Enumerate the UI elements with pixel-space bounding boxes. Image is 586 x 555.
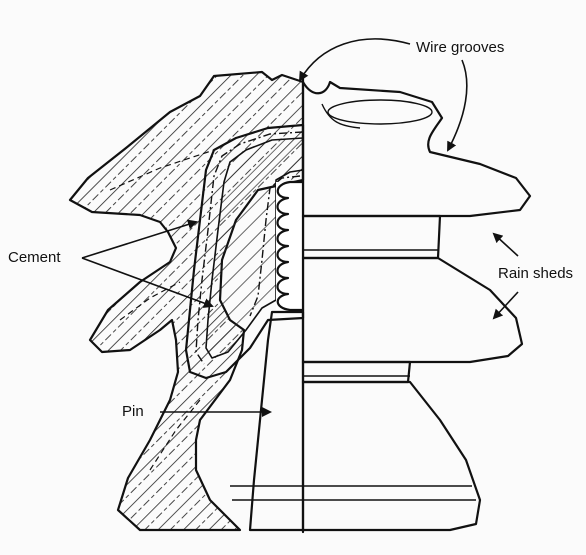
- rain-sheds-arrow-2: [492, 291, 519, 320]
- cement-cavity: [184, 123, 305, 380]
- inner-shell: [205, 137, 304, 359]
- top-groove-ring: [327, 99, 433, 125]
- cement-line-inner: [249, 175, 301, 317]
- cement-arrow-1: [81, 219, 198, 259]
- rain-sheds-arrow-1: [492, 232, 519, 257]
- label-wire-grooves: Wire grooves: [416, 39, 504, 56]
- leaders: [81, 38, 519, 417]
- rain-shed-bottom: [301, 380, 482, 532]
- wire-grooves-arrow-2: [447, 59, 468, 152]
- label-rain-sheds: Rain sheds: [498, 265, 573, 282]
- cement-arrow-2: [81, 257, 214, 308]
- label-pin: Pin: [122, 403, 144, 420]
- wire-grooves-arrow-1: [298, 38, 411, 82]
- cement-line-outer: [195, 131, 304, 365]
- pin-thread: [276, 180, 305, 312]
- top-crown: [301, 80, 532, 218]
- label-cement: Cement: [8, 249, 61, 266]
- exterior-view: [301, 80, 532, 532]
- rain-shed-middle: [301, 256, 524, 364]
